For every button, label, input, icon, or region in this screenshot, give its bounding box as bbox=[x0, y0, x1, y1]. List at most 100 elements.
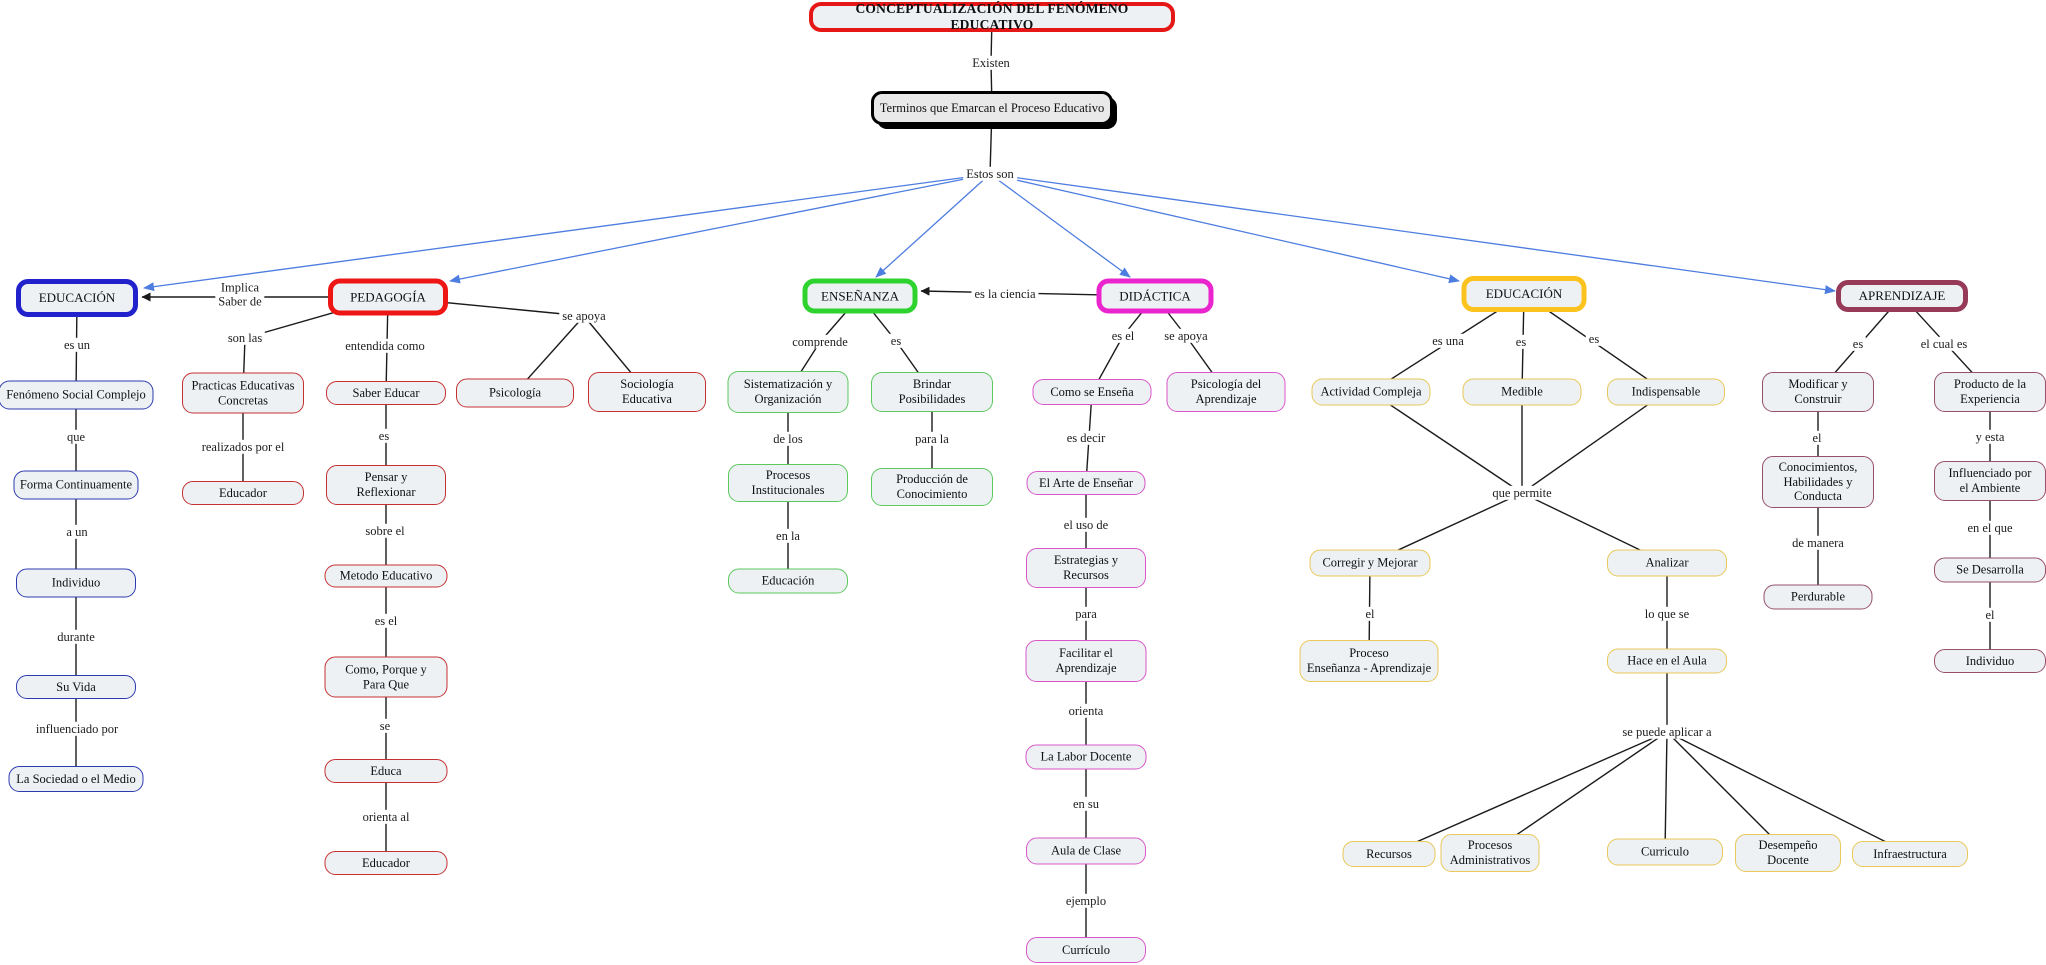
link-label-existen[interactable]: Existen bbox=[969, 55, 1013, 71]
node-aula-clase[interactable]: Aula de Clase bbox=[1026, 837, 1146, 865]
node-analizar[interactable]: Analizar bbox=[1607, 549, 1727, 577]
node-saber-educar[interactable]: Saber Educar bbox=[326, 381, 446, 405]
link-label-es-un[interactable]: es un bbox=[60, 337, 94, 353]
node-individuo1[interactable]: Individuo bbox=[16, 568, 136, 598]
node-indispensable[interactable]: Indispensable bbox=[1607, 378, 1725, 406]
node-sociedad[interactable]: La Sociedad o el Medio bbox=[8, 766, 144, 792]
node-curriculo-m[interactable]: Currículo bbox=[1026, 937, 1146, 963]
link-label-que-permite[interactable]: que permite bbox=[1489, 485, 1555, 501]
link-label-de-los[interactable]: de los bbox=[770, 431, 806, 447]
node-estrategias[interactable]: Estrategias y Recursos bbox=[1026, 548, 1146, 588]
node-educacion2[interactable]: EDUCACIÓN bbox=[1461, 276, 1587, 312]
link-label-comprende[interactable]: comprende bbox=[789, 334, 851, 350]
node-suvida[interactable]: Su Vida bbox=[16, 675, 136, 699]
node-se-desarrolla[interactable]: Se Desarrolla bbox=[1934, 557, 2046, 583]
link-label-estos-son[interactable]: Estos son bbox=[963, 166, 1017, 182]
node-psicologia[interactable]: Psicología bbox=[456, 378, 574, 408]
link-label-para1[interactable]: para bbox=[1072, 606, 1100, 622]
link-label-entendida[interactable]: entendida como bbox=[342, 338, 428, 354]
link-label-el-uso-de[interactable]: el uso de bbox=[1060, 517, 1112, 533]
node-educacion1[interactable]: EDUCACIÓN bbox=[16, 279, 138, 317]
link-label-son-las[interactable]: son las bbox=[224, 330, 266, 346]
link-label-es-la-ciencia[interactable]: es la ciencia bbox=[971, 286, 1039, 302]
node-metodo[interactable]: Metodo Educativo bbox=[324, 564, 448, 588]
node-recursos[interactable]: Recursos bbox=[1342, 841, 1436, 867]
node-individuo2[interactable]: Individuo bbox=[1934, 649, 2046, 673]
link-label-se-apoya2[interactable]: se apoya bbox=[1161, 328, 1211, 344]
link-label-el-cual-es[interactable]: el cual es bbox=[1917, 336, 1971, 352]
node-curriculo-y[interactable]: Curriculo bbox=[1607, 838, 1723, 866]
node-como-ensena[interactable]: Como se Enseña bbox=[1032, 379, 1152, 405]
node-producto[interactable]: Producto de la Experiencia bbox=[1934, 372, 2046, 412]
link-label-es2[interactable]: es bbox=[1512, 334, 1530, 350]
node-didactica[interactable]: DIDÁCTICA bbox=[1096, 278, 1214, 314]
link-label-orienta-al[interactable]: orienta al bbox=[359, 809, 413, 825]
node-modificar[interactable]: Modificar y Construir bbox=[1762, 372, 1874, 412]
link-label-durante[interactable]: durante bbox=[54, 629, 98, 645]
node-perdurable[interactable]: Perdurable bbox=[1763, 584, 1873, 610]
link-label-para-la[interactable]: para la bbox=[912, 431, 952, 447]
node-pedagogia[interactable]: PEDAGOGÍA bbox=[328, 278, 448, 316]
node-terminos[interactable]: Terminos que Emarcan el Proceso Educativ… bbox=[871, 91, 1113, 125]
link-label-se-puede[interactable]: se puede aplicar a bbox=[1619, 724, 1715, 740]
link-label-es1[interactable]: es bbox=[887, 333, 905, 349]
node-labor[interactable]: La Labor Docente bbox=[1025, 744, 1147, 770]
link-label-orienta[interactable]: orienta bbox=[1065, 703, 1107, 719]
link-label-que1[interactable]: que bbox=[63, 429, 89, 445]
node-educa[interactable]: Educa bbox=[324, 759, 448, 783]
node-sociologia[interactable]: Sociología Educativa bbox=[588, 372, 706, 412]
node-fenomeno[interactable]: Fenómeno Social Complejo bbox=[0, 380, 154, 410]
link-label-es-el2[interactable]: es el bbox=[371, 613, 401, 629]
link-label-el2[interactable]: el bbox=[1362, 606, 1378, 622]
node-produccion[interactable]: Producción de Conocimiento bbox=[871, 468, 993, 506]
node-practicas[interactable]: Practicas Educativas Concretas bbox=[182, 372, 304, 414]
link-label-es5[interactable]: es bbox=[375, 428, 393, 444]
node-psico-apr[interactable]: Psicología del Aprendizaje bbox=[1166, 372, 1286, 412]
node-brindar[interactable]: Brindar Posibilidades bbox=[871, 372, 993, 412]
node-infraestructura[interactable]: Infraestructura bbox=[1852, 841, 1968, 867]
node-arte[interactable]: El Arte de Enseñar bbox=[1026, 471, 1146, 495]
node-educador1[interactable]: Educador bbox=[182, 481, 304, 505]
node-facilitar[interactable]: Facilitar el Aprendizaje bbox=[1025, 640, 1147, 682]
node-influenciado[interactable]: Influenciado por el Ambiente bbox=[1934, 461, 2046, 501]
node-ensenanza[interactable]: ENSEÑANZA bbox=[802, 278, 918, 314]
link-label-el1[interactable]: el bbox=[1809, 430, 1825, 446]
link-label-influenciado-por[interactable]: influenciado por bbox=[32, 721, 122, 737]
link-label-sobre-el[interactable]: sobre el bbox=[362, 523, 408, 539]
node-como-porque[interactable]: Como, Porque y Para Que bbox=[324, 656, 448, 698]
link-label-es-decir[interactable]: es decir bbox=[1063, 430, 1109, 446]
link-label-es3[interactable]: es bbox=[1585, 331, 1603, 347]
link-label-en-la[interactable]: en la bbox=[773, 528, 803, 544]
link-label-el3[interactable]: el bbox=[1982, 607, 1998, 623]
node-conocimientos[interactable]: Conocimientos, Habilidades y Conducta bbox=[1762, 456, 1874, 508]
node-medible[interactable]: Medible bbox=[1462, 378, 1582, 406]
node-desempeno[interactable]: Desempeño Docente bbox=[1735, 834, 1841, 872]
node-root[interactable]: CONCEPTUALIZACIÓN DEL FENÓMENO EDUCATIVO bbox=[809, 1, 1175, 32]
link-label-es4[interactable]: es bbox=[1849, 336, 1867, 352]
node-educador2[interactable]: Educador bbox=[324, 851, 448, 875]
link-label-se-apoya1[interactable]: se apoya bbox=[559, 308, 609, 324]
node-corregir[interactable]: Corregir y Mejorar bbox=[1309, 549, 1431, 577]
node-pensar[interactable]: Pensar y Reflexionar bbox=[326, 465, 446, 505]
node-forma[interactable]: Forma Continuamente bbox=[13, 470, 139, 500]
link-label-es-una[interactable]: es una bbox=[1429, 333, 1467, 349]
node-proceso-ea[interactable]: Proceso Enseñanza - Aprendizaje bbox=[1299, 640, 1439, 682]
node-sistematizacion[interactable]: Sistematización y Organización bbox=[727, 371, 849, 413]
link-label-es-el1[interactable]: es el bbox=[1108, 328, 1138, 344]
link-label-de-manera[interactable]: de manera bbox=[1789, 535, 1847, 551]
link-label-y-esta[interactable]: y esta bbox=[1972, 429, 2008, 445]
node-hace-aula[interactable]: Hace en el Aula bbox=[1607, 648, 1727, 674]
link-label-implica[interactable]: Implica Saber de bbox=[215, 280, 265, 310]
link-label-en-el-que[interactable]: en el que bbox=[1964, 520, 2016, 536]
node-procesos-adm[interactable]: Procesos Administrativos bbox=[1440, 834, 1540, 872]
link-label-en-su[interactable]: en su bbox=[1069, 796, 1103, 812]
link-label-se1[interactable]: se bbox=[376, 718, 394, 734]
link-label-lo-que-se[interactable]: lo que se bbox=[1641, 606, 1693, 622]
link-label-a-un[interactable]: a un bbox=[63, 524, 91, 540]
link-label-ejemplo[interactable]: ejemplo bbox=[1062, 893, 1110, 909]
link-label-realizados[interactable]: realizados por el bbox=[198, 439, 288, 455]
node-aprendizaje[interactable]: APRENDIZAJE bbox=[1836, 280, 1968, 312]
node-educacion-g[interactable]: Educación bbox=[728, 568, 848, 594]
node-procesos-inst[interactable]: Procesos Institucionales bbox=[728, 464, 848, 502]
node-actividad[interactable]: Actividad Compleja bbox=[1311, 378, 1431, 406]
